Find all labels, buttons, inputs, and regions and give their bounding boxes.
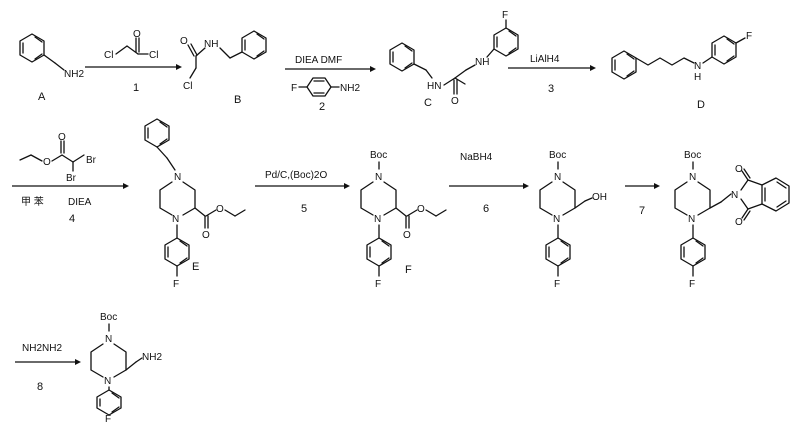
boc-label: Boc: [549, 150, 566, 161]
amide-nh-label: NH: [204, 39, 218, 50]
arrowhead: [590, 65, 596, 71]
reagent-label: LiAlH4: [530, 54, 560, 65]
chlorine-label: Cl: [149, 50, 158, 61]
boc-label: Boc: [684, 150, 701, 161]
nitrogen-label: N: [105, 334, 112, 345]
compound-e-label: E: [192, 261, 199, 273]
chlorine-label: Cl: [104, 50, 113, 61]
step-number: 8: [37, 381, 43, 393]
nitrogen-label: N: [688, 214, 695, 225]
nitrogen-label: N: [374, 214, 381, 225]
boc-label: Boc: [370, 150, 387, 161]
reagent-5: Pd/C,(Boc)2O 5: [255, 170, 350, 215]
compound-g: Boc N N OH F: [539, 150, 607, 290]
bromine-label: Br: [66, 173, 77, 184]
compound-d: N H F D: [611, 31, 752, 111]
arrowhead: [344, 183, 350, 189]
oxygen-label: O: [735, 217, 743, 228]
nitrogen-label: N: [689, 172, 696, 183]
solvent-label: 甲 苯: [21, 195, 44, 208]
amine-nh-label: NH: [475, 57, 489, 68]
amine-label: NH2: [340, 83, 360, 94]
compound-c: HN O NH F C: [389, 10, 519, 109]
reagent-6: NaBH4 6: [449, 152, 529, 215]
compound-d-label: D: [697, 99, 705, 111]
fluorine-label: F: [746, 31, 752, 42]
fluorine-label: F: [105, 414, 111, 423]
imide-nitrogen-label: N: [731, 190, 738, 201]
compound-e: N N O O F E: [144, 118, 246, 290]
oxygen-label: O: [735, 164, 743, 175]
nitrogen-label: N: [174, 172, 181, 183]
nitrogen-label: N: [172, 214, 179, 225]
amide-nh-label: HN: [427, 81, 441, 92]
compound-a: NH2 A: [19, 33, 84, 103]
compound-b: O NH Cl B: [180, 30, 267, 106]
amine-label: NH2: [64, 69, 84, 80]
arrowhead: [123, 183, 129, 189]
oxygen-label: O: [180, 36, 188, 47]
oxygen-label: O: [216, 204, 224, 215]
reagent-2: DIEA DMF F NH2 2: [285, 55, 376, 113]
reagent-label: NH2NH2: [22, 343, 62, 354]
conditions-label: DIEA DMF: [295, 55, 342, 66]
oxygen-label: O: [403, 230, 411, 241]
arrowhead: [370, 66, 376, 72]
step-number: 3: [548, 83, 554, 95]
step-number: 6: [483, 203, 489, 215]
fluorine-label: F: [554, 279, 560, 290]
fluorine-label: F: [173, 279, 179, 290]
fluorine-label: F: [689, 279, 695, 290]
amine-label: NH2: [142, 352, 162, 363]
nitrogen-label: N: [553, 214, 560, 225]
reagent-8: NH2NH2 8: [15, 343, 81, 393]
boc-label: Boc: [100, 312, 117, 323]
arrowhead: [523, 183, 529, 189]
compound-h: Boc N N N O O F: [674, 150, 790, 290]
arrowhead: [654, 183, 660, 189]
base-label: DIEA: [68, 197, 92, 208]
fluorine-label: F: [291, 83, 297, 94]
oxygen-label: O: [417, 204, 425, 215]
compound-f: Boc N N O O F F: [360, 150, 447, 290]
chlorine-label: Cl: [183, 81, 192, 92]
compound-b-label: B: [234, 94, 241, 106]
nitrogen-label: N: [375, 172, 382, 183]
nitrogen-label: N: [554, 172, 561, 183]
nitrogen-label: N: [104, 376, 111, 387]
reagent-4: O O Br Br 甲 苯 DIEA 4: [12, 132, 129, 225]
step-number: 4: [69, 213, 75, 225]
arrowhead: [176, 64, 182, 70]
bromine-label: Br: [86, 155, 97, 166]
amine-n-label: N: [694, 61, 701, 72]
step-number: 1: [133, 82, 139, 94]
reagent-label: Pd/C,(Boc)2O: [265, 170, 327, 181]
oxygen-label: O: [133, 29, 141, 40]
compound-i: Boc N N NH2 F: [90, 312, 162, 423]
hydroxyl-label: OH: [592, 192, 607, 203]
reagent-1: Cl O Cl 1: [85, 29, 182, 94]
oxygen-label: O: [58, 132, 66, 143]
oxygen-label: O: [451, 96, 459, 107]
step-number: 2: [319, 101, 325, 113]
fluorine-label: F: [375, 279, 381, 290]
reagent-3: LiAlH4 3: [508, 54, 596, 95]
reagent-7: 7: [625, 183, 660, 217]
step-number: 5: [301, 203, 307, 215]
arrowhead: [75, 359, 81, 365]
step-number: 7: [639, 205, 645, 217]
compound-f-label: F: [405, 264, 412, 276]
oxygen-label: O: [43, 157, 51, 168]
compound-c-label: C: [424, 97, 432, 109]
compound-a-label: A: [38, 91, 46, 103]
oxygen-label: O: [202, 230, 210, 241]
fluorine-label: F: [502, 10, 508, 21]
hydrogen-label: H: [694, 72, 701, 83]
reagent-label: NaBH4: [460, 152, 493, 163]
